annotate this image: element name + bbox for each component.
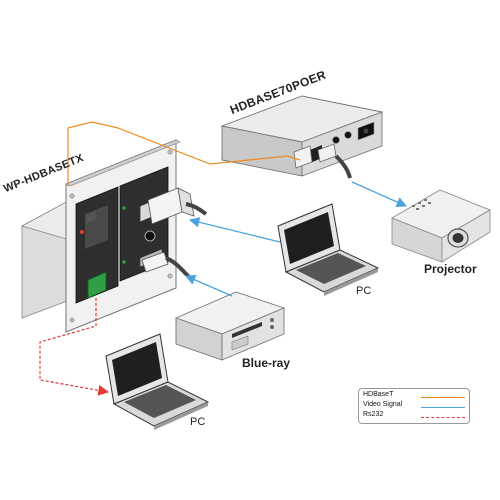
receiver-device (220, 95, 384, 179)
pc-bottom-label: PC (190, 416, 206, 428)
legend-swatch (421, 397, 465, 398)
legend-label: HDBaseT (363, 391, 394, 398)
pc-bottom-laptop (105, 333, 210, 430)
legend-swatch (421, 407, 465, 408)
video-line-bluray (185, 274, 233, 297)
bluray-player-device (174, 291, 286, 361)
vga-cable-plug (147, 187, 208, 225)
legend-swatch (421, 417, 465, 418)
video-line-projector (351, 181, 407, 207)
hdbaset-line (67, 121, 301, 186)
legend-box: HDBaseT Video Signal Rs232 (358, 388, 470, 424)
legend-item-video: Video Signal (363, 401, 467, 412)
video-line-pc (188, 217, 281, 243)
pc-right-laptop (277, 203, 380, 296)
legend-item-rs232: Rs232 (363, 411, 467, 422)
legend-item-hdbaset: HDBaseT (363, 391, 467, 402)
legend-label: Rs232 (363, 411, 384, 418)
projector-label: Projector (424, 262, 477, 276)
projector-device (391, 189, 491, 263)
bluray-label: Blue-ray (242, 356, 291, 370)
pc-right-label: PC (356, 285, 372, 297)
rs232-line (39, 298, 110, 396)
legend-label: Video Signal (363, 401, 403, 408)
wall-plate-device (20, 139, 181, 333)
